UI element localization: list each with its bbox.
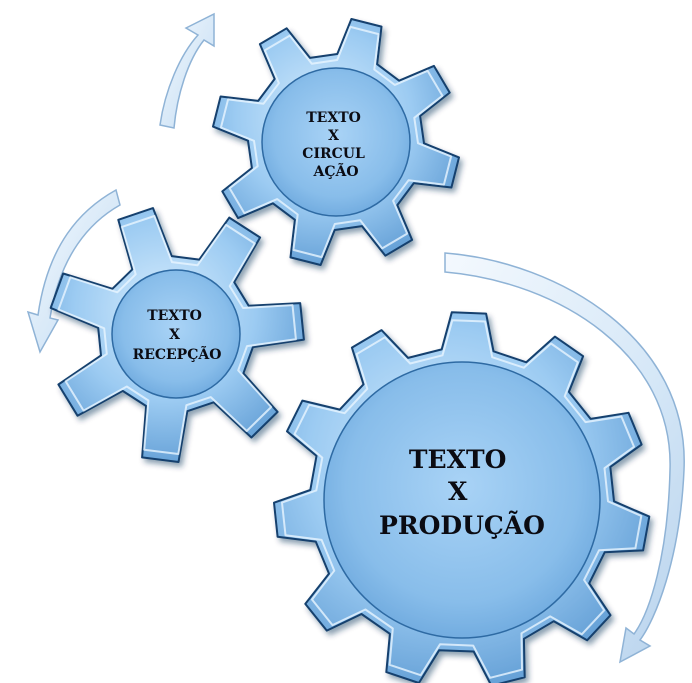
arrow-left (26, 188, 121, 354)
gear-texto-recepcao (49, 207, 305, 463)
gear-texto-producao (273, 311, 651, 683)
gear-producao-label: TEXTO X PRODUÇÃO (379, 445, 545, 540)
arrow-right (444, 252, 685, 664)
gear-recepcao-bevel (57, 215, 297, 455)
gear-recepcao-label: TEXTO X RECEPÇÃO (133, 308, 222, 363)
gear-texto-circulacao (212, 18, 460, 266)
arrow-top-left (159, 12, 215, 129)
gear-producao-hub (323, 361, 601, 639)
gear-circulacao-hub (261, 67, 411, 217)
gear-producao-bevel (281, 319, 643, 679)
gear-recepcao-hub (111, 269, 241, 399)
gear-circulacao-bevel (219, 25, 453, 259)
gear-circulacao-label: TEXTO X CIRCUL AÇÃO (302, 110, 369, 180)
